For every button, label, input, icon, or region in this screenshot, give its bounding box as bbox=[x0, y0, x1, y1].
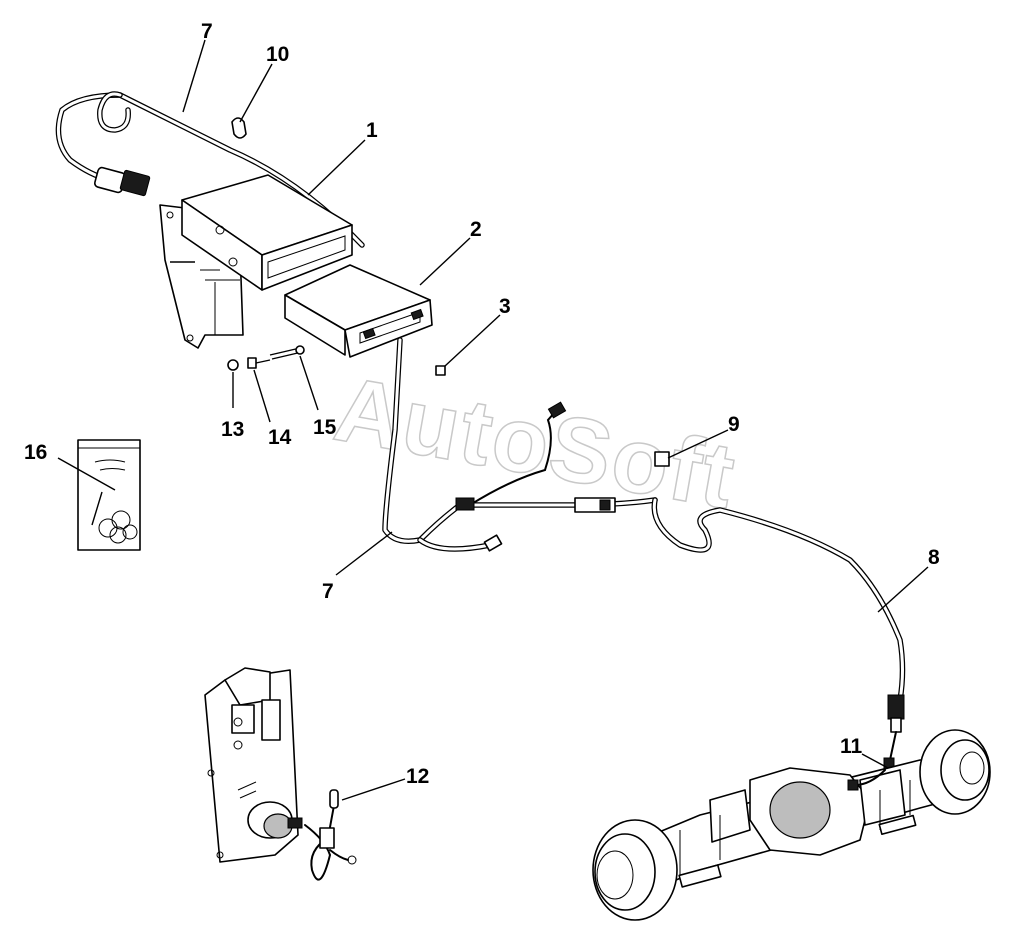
housing-1 bbox=[181, 174, 353, 291]
callout-3: 3 bbox=[499, 295, 511, 318]
callout-16: 16 bbox=[24, 441, 47, 464]
fasteners bbox=[227, 345, 305, 371]
callout-11: 11 bbox=[840, 735, 863, 758]
callout-8: 8 bbox=[928, 546, 940, 569]
callout-12: 12 bbox=[406, 765, 429, 788]
part-3 bbox=[435, 365, 446, 376]
drive-axle bbox=[592, 729, 991, 921]
leader-lines bbox=[57, 39, 929, 801]
harness-lower bbox=[382, 337, 658, 552]
callout-2: 2 bbox=[470, 218, 482, 241]
callout-7-top: 7 bbox=[201, 20, 213, 43]
harness-8 bbox=[651, 497, 906, 775]
callout-10: 10 bbox=[266, 43, 289, 66]
kit-bag-16 bbox=[77, 439, 141, 551]
clip-10 bbox=[231, 117, 247, 139]
callout-13: 13 bbox=[221, 418, 244, 441]
callout-14: 14 bbox=[268, 426, 292, 449]
tachograph-2 bbox=[284, 264, 433, 358]
part-9 bbox=[654, 451, 670, 467]
callout-15: 15 bbox=[313, 416, 337, 439]
sensor-bracket-12 bbox=[204, 667, 357, 881]
callout-7-bottom: 7 bbox=[322, 580, 334, 603]
callout-1: 1 bbox=[366, 119, 378, 142]
callout-labels: 7 10 1 2 3 9 13 14 15 16 7 8 11 12 bbox=[24, 20, 940, 788]
callout-9: 9 bbox=[728, 413, 740, 436]
harness-upper bbox=[55, 91, 365, 248]
